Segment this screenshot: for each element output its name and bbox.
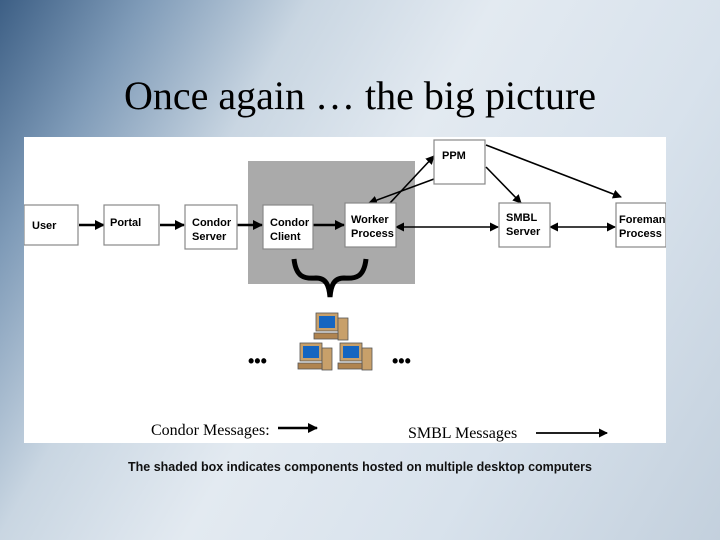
desktop-computer-icon [337,342,373,371]
legend-condor-label: Condor Messages: [151,422,270,439]
ellipsis-right: ••• [392,351,411,371]
architecture-diagram: User Portal Condor Server Condor Client … [23,137,667,443]
svg-text:Worker: Worker [351,214,389,226]
svg-text:User: User [32,220,57,232]
svg-text:PPM: PPM [442,150,466,162]
svg-text:Client: Client [270,231,301,243]
arrow-ppm-smbl [485,166,522,204]
svg-text:Process: Process [351,228,394,240]
node-foreman-process: Foreman Process [615,202,667,248]
svg-text:Server: Server [506,226,541,238]
svg-text:Server: Server [192,231,227,243]
node-smbl-server: SMBL Server [498,202,551,248]
svg-text:SMBL: SMBL [506,212,537,224]
curly-brace [291,258,369,298]
slide-title: Once again … the big picture [123,73,597,118]
arrow-worker-ppm [389,155,435,204]
desktop-computer-icon [297,342,333,371]
arrow-ppm-foreman [485,144,622,199]
desktop-computer-icon [313,312,349,341]
legend-smbl-label: SMBL Messages [408,425,517,442]
node-ppm: PPM [433,139,486,185]
node-condor-server: Condor Server [184,204,238,250]
svg-text:Foreman: Foreman [619,214,666,226]
svg-text:Portal: Portal [110,217,141,229]
node-condor-client: Condor Client [262,204,314,250]
node-portal: Portal [103,204,160,246]
node-user: User [23,204,79,246]
ellipsis-left: ••• [248,351,267,371]
svg-text:Condor: Condor [270,217,310,229]
diagram-caption: The shaded box indicates components host… [128,460,592,474]
svg-text:Process: Process [619,228,662,240]
node-worker-process: Worker Process [344,202,397,248]
svg-text:Condor: Condor [192,217,232,229]
